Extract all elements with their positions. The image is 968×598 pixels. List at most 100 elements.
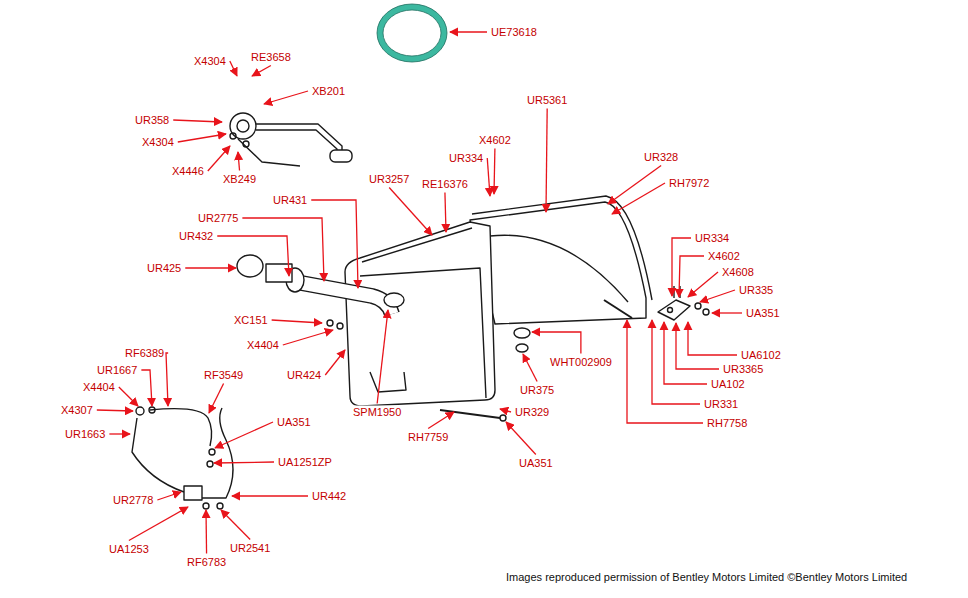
part-number: UA351 [745, 307, 781, 320]
leader-arrow [500, 409, 511, 412]
leader-arrow [119, 387, 138, 406]
leader-arrow [325, 350, 345, 375]
leader-arrow [712, 312, 742, 313]
part-number: XC151 [233, 314, 269, 327]
leader-arrow [166, 353, 168, 406]
part-number: XB249 [222, 173, 257, 186]
leader-arrow [487, 158, 490, 196]
leader-arrow [652, 320, 700, 404]
part-number: X4304 [141, 136, 175, 149]
leader-arrow [215, 422, 273, 448]
part-number: UR2775 [197, 212, 239, 225]
part-number: X4446 [171, 165, 205, 178]
part-number: UR334 [448, 152, 484, 165]
leader-arrow [185, 267, 236, 268]
part-number: UR2778 [112, 494, 154, 507]
leader-arrow [688, 272, 718, 297]
leader-arrow [523, 354, 537, 382]
part-number: RF6783 [186, 556, 227, 569]
part-number: UE73618 [490, 26, 538, 39]
part-number: RF3549 [203, 369, 244, 382]
part-number: UA351 [518, 457, 554, 470]
part-number: RE16376 [421, 178, 469, 191]
part-number: UR2541 [229, 542, 271, 555]
part-number: X4304 [193, 55, 227, 68]
part-number: X4307 [60, 404, 94, 417]
part-number: UR442 [311, 490, 347, 503]
leader-arrow [679, 256, 704, 297]
part-number: X4404 [246, 339, 280, 352]
sender-unit [230, 113, 352, 166]
part-number: UR424 [286, 369, 322, 382]
part-number: SPM1950 [352, 406, 402, 419]
leader-arrow [209, 384, 224, 414]
part-number: UR5361 [526, 94, 568, 107]
part-number: UA1251ZP [277, 456, 333, 469]
part-number: UR358 [134, 114, 170, 127]
leader-arrow [506, 422, 536, 455]
part-number: UR329 [514, 406, 550, 419]
leader-arrow [141, 370, 152, 406]
leader-arrow [377, 310, 388, 404]
leader-arrow [109, 433, 130, 434]
leader-arrow [217, 236, 289, 276]
strap-rod [440, 410, 500, 418]
leader-arrow [532, 332, 581, 354]
leader-arrow [252, 66, 271, 77]
part-number: UR432 [178, 230, 214, 243]
part-number: UR3365 [722, 363, 764, 376]
leader-arrow [129, 507, 188, 541]
leader-arrow [664, 322, 707, 384]
leader-arrow [688, 322, 737, 355]
leader-arrow [676, 323, 719, 369]
part-number: RF6389 [124, 347, 165, 360]
part-number: UR1663 [64, 428, 106, 441]
part-number: X4608 [721, 266, 755, 279]
leader-arrow [450, 31, 487, 32]
leader-arrow [214, 462, 274, 463]
part-number: UR375 [519, 384, 555, 397]
leader-arrow [546, 109, 547, 213]
part-number: UR335 [738, 284, 774, 297]
part-number: WHT002909 [549, 356, 613, 369]
leader-arrow [205, 510, 207, 554]
leader-arrow [230, 61, 237, 76]
part-number: X4602 [478, 134, 512, 147]
leader-arrow [493, 149, 495, 195]
part-number: X4404 [82, 381, 116, 394]
bracket-fittings [658, 286, 709, 320]
part-number: UR431 [272, 194, 308, 207]
leader-arrow [157, 492, 181, 500]
part-number: UR328 [643, 151, 679, 164]
leader-arrow [283, 330, 333, 345]
leader-arrow [97, 410, 133, 411]
leader-arrow [232, 495, 308, 496]
leader-arrow [311, 200, 358, 288]
part-number: UR425 [146, 262, 182, 275]
leader-arrow [173, 120, 222, 122]
credit-note: Images reproduced permission of Bentley … [505, 571, 908, 584]
leader-arrow [264, 91, 308, 104]
part-number: UR1667 [96, 364, 138, 377]
part-number: RH7972 [668, 177, 710, 190]
part-number: RH7759 [407, 431, 449, 444]
leader-arrow [612, 183, 665, 214]
leader-arrow [627, 320, 703, 423]
leader-arrow [221, 510, 250, 540]
leader-arrow [608, 166, 661, 205]
leader-arrow [389, 188, 432, 236]
part-number: UA1253 [108, 543, 150, 556]
part-number: UR3257 [368, 173, 410, 186]
part-number: UR331 [703, 398, 739, 411]
leader-arrow [272, 320, 322, 323]
leader-arrow [242, 218, 324, 281]
part-number: UR334 [694, 232, 730, 245]
part-number: X4602 [707, 250, 741, 263]
gasket-ring [380, 7, 444, 59]
leader-arrow [208, 146, 230, 171]
part-number: XB201 [311, 85, 346, 98]
leader-arrow [672, 238, 691, 296]
leader-arrow [445, 193, 446, 233]
